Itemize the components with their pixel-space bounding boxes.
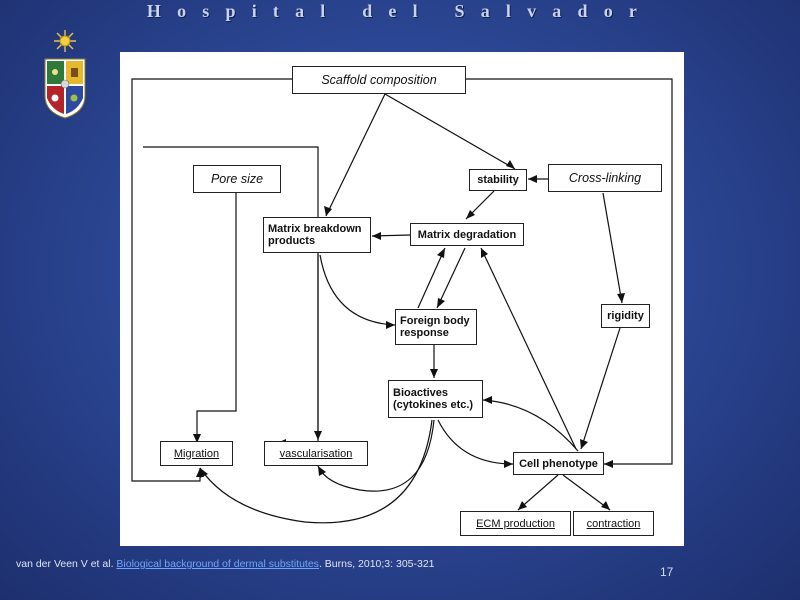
node-cell-phenotype: Cell phenotype [513,452,604,475]
node-stability: stability [469,169,527,191]
node-vascularisation: vascularisation [264,441,368,466]
citation-link[interactable]: Biological background of dermal substitu… [116,558,319,570]
node-cross-linking: Cross-linking [548,164,662,192]
node-migration: Migration [160,441,233,466]
node-rigidity: rigidity [601,304,650,328]
node-matrix-degradation: Matrix degradation [410,223,524,246]
node-pore-size: Pore size [193,165,281,193]
node-migration-label: Migration [173,447,220,460]
node-foreign-body-response: Foreign body response [395,309,477,345]
node-bioactives: Bioactives (cytokines etc.) [388,380,483,418]
node-ecm-production-label: ECM production [476,517,555,530]
node-vascularisation-label: vascularisation [279,447,353,460]
page-number: 17 [660,565,674,579]
diagram-panel: Scaffold composition Pore size Cross-lin… [120,52,684,546]
arrowheads [193,160,625,510]
node-scaffold-composition: Scaffold composition [292,66,466,94]
slide-header-title: Hospital del Salvador [146,1,654,21]
node-matrix-breakdown-products: Matrix breakdown products [263,217,371,253]
citation: van der Veen V et al. Biological backgro… [16,558,435,570]
node-ecm-production: ECM production [460,511,571,536]
citation-suffix: . Burns, 2010;3: 305-321 [318,558,435,570]
node-contraction: contraction [573,511,654,536]
citation-prefix: van der Veen V et al. [16,558,114,570]
node-contraction-label: contraction [586,517,641,530]
university-crest-icon [44,30,86,119]
